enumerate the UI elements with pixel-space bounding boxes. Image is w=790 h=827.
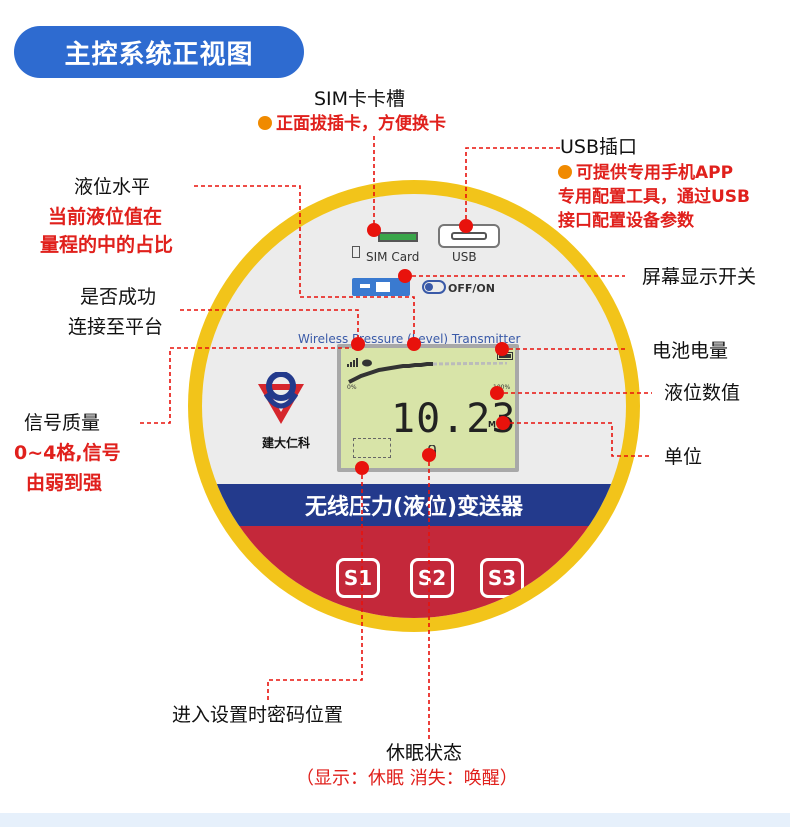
power-toggle[interactable] bbox=[422, 280, 446, 294]
lcd-unit: M bbox=[488, 420, 496, 429]
key-s1[interactable]: S1 bbox=[336, 558, 380, 598]
device-face: SIM Card USB OFF/ON Wireless Pressure (L… bbox=[202, 194, 626, 618]
label-sim-note: 正面拔插卡，方便换卡 bbox=[258, 111, 446, 137]
level-bar-dot bbox=[407, 337, 421, 351]
label-password: 进入设置时密码位置 bbox=[172, 704, 344, 726]
sim-note-text: 正面拔插卡，方便换卡 bbox=[276, 114, 446, 134]
key-s3[interactable]: S3 bbox=[480, 558, 524, 598]
label-sleep: 休眠状态 bbox=[386, 742, 463, 764]
unit-dot bbox=[496, 416, 510, 430]
lcd-reading: 10.23 bbox=[391, 396, 517, 442]
sim-card-label: SIM Card bbox=[366, 250, 420, 264]
brand-logo-icon bbox=[252, 371, 310, 430]
label-unit: 单位 bbox=[664, 446, 703, 468]
label-usb-note-2: 专用配置工具，通过USB bbox=[558, 187, 751, 207]
device-ring: SIM Card USB OFF/ON Wireless Pressure (L… bbox=[188, 180, 640, 632]
label-screen-switch: 屏幕显示开关 bbox=[642, 266, 757, 288]
switch-dot bbox=[398, 269, 412, 283]
usb-label: USB bbox=[452, 250, 477, 264]
label-usb-note-3: 接口配置设备参数 bbox=[558, 211, 694, 231]
sim-slot bbox=[378, 232, 418, 242]
label-signal-note-1: 0~4格,信号 bbox=[14, 442, 121, 464]
switch-panel bbox=[352, 278, 410, 296]
label-sleep-note: （显示：休眠 消失：唤醒） bbox=[296, 768, 518, 789]
product-name-band: 无线压力(液位)变送器 bbox=[202, 484, 626, 526]
sim-icon bbox=[352, 246, 360, 258]
key-s2[interactable]: S2 bbox=[410, 558, 454, 598]
bullet-icon bbox=[258, 116, 272, 130]
bullet-icon bbox=[558, 165, 572, 179]
button-panel bbox=[202, 526, 626, 618]
label-signal-note-2: 由弱到强 bbox=[26, 472, 103, 494]
label-level-note-1: 当前液位值在 bbox=[48, 206, 163, 228]
off-on-label: OFF/ON bbox=[448, 282, 495, 295]
label-level-value: 液位数值 bbox=[664, 382, 741, 404]
usb-note-1-text: 可提供专用手机APP bbox=[576, 163, 734, 183]
sleep-dot bbox=[422, 448, 436, 462]
usb-port bbox=[438, 224, 500, 248]
label-usb-port: USB插口 bbox=[560, 136, 638, 158]
value-dot bbox=[490, 386, 504, 400]
password-dot bbox=[355, 461, 369, 475]
label-signal: 信号质量 bbox=[24, 412, 101, 434]
bottom-strip bbox=[0, 813, 790, 827]
signal-icon bbox=[347, 352, 358, 367]
label-connect-2: 连接至平台 bbox=[68, 316, 164, 338]
label-level-note-2: 量程的中的占比 bbox=[40, 234, 174, 256]
page-title: 主控系统正视图 bbox=[14, 26, 304, 78]
sim-dot bbox=[367, 223, 381, 237]
label-level-bar: 液位水平 bbox=[74, 176, 151, 198]
password-area bbox=[353, 438, 391, 458]
label-sim-slot: SIM卡卡槽 bbox=[314, 88, 406, 110]
usb-dot bbox=[459, 219, 473, 233]
brand-name: 建大仁科 bbox=[262, 436, 311, 450]
cloud-icon bbox=[361, 352, 372, 367]
label-battery: 电池电量 bbox=[652, 340, 729, 362]
battery-dot bbox=[495, 342, 509, 356]
level-bar bbox=[347, 361, 511, 384]
label-connect-1: 是否成功 bbox=[80, 286, 157, 308]
connect-dot bbox=[351, 337, 365, 351]
label-usb-note-1: 可提供专用手机APP bbox=[558, 160, 733, 186]
lcd-min-label: 0% bbox=[347, 384, 357, 391]
